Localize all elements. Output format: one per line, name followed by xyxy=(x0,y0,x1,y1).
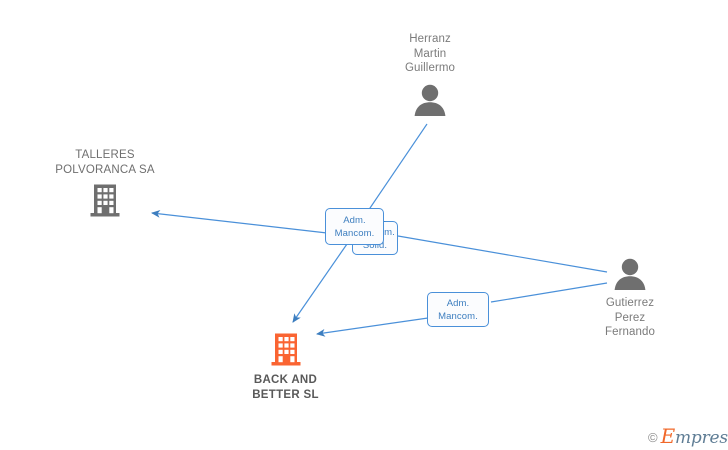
person-icon xyxy=(370,84,490,116)
edge-label-adm-mancom-lower[interactable]: Adm. Mancom. xyxy=(427,292,489,327)
node-label-talleres: TALLERES POLVORANCA SA xyxy=(55,149,155,176)
building-icon xyxy=(35,184,175,217)
edge-chip-to-backandbetter xyxy=(292,243,348,323)
node-back-and-better-sl[interactable]: BACK AND BETTER SL xyxy=(213,333,358,402)
node-label-back-and-better: BACK AND BETTER SL xyxy=(252,374,319,401)
edge-gutierrez-to-lower-chip xyxy=(490,282,608,303)
node-gutierrez-perez-fernando[interactable]: Gutierrez Perez Fernando xyxy=(565,258,695,340)
brand-rest: mpresia xyxy=(675,428,728,448)
edge-chip-to-talleres xyxy=(151,210,328,234)
building-icon xyxy=(213,333,358,366)
edge-gutierrez-to-solid-chip xyxy=(397,235,608,273)
empresia-watermark: © Empresia xyxy=(648,426,728,448)
edge-herranz-to-chip xyxy=(367,123,428,212)
person-icon xyxy=(565,258,695,290)
node-label-gutierrez: Gutierrez Perez Fernando xyxy=(604,297,656,338)
brand-name: Empresia xyxy=(661,426,728,448)
edge-label-text: Adm. Mancom. xyxy=(438,297,478,322)
node-label-herranz: Herranz Martin Guillermo xyxy=(404,33,456,74)
copyright-icon: © xyxy=(648,430,658,445)
node-herranz-martin-guillermo[interactable]: Herranz Martin Guillermo xyxy=(370,32,490,116)
edge-lower-chip-to-backandbetter xyxy=(316,317,429,337)
edge-label-text: Adm. Mancom. xyxy=(334,214,375,239)
node-talleres-polvoranca-sa[interactable]: TALLERES POLVORANCA SA xyxy=(35,148,175,217)
brand-initial: E xyxy=(660,424,676,448)
edge-label-adm-mancom-front[interactable]: Adm. Mancom. xyxy=(325,208,384,245)
